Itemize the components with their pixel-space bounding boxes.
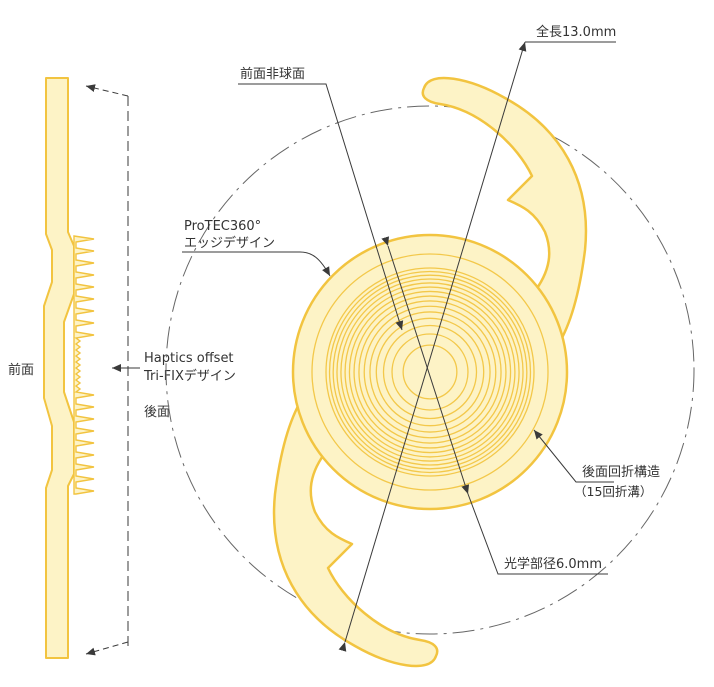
optic-diameter-leader [467, 493, 608, 575]
haptics-label-line1: Haptics offset [144, 351, 234, 366]
side-arrow-bottom [85, 641, 129, 656]
side-arrow-top [85, 84, 129, 97]
optic-body [291, 233, 569, 511]
diffractive-label-line2: （15回折溝） [574, 484, 652, 499]
side-view: 前面 Haptics offset Tri-FIXデザイン 後面 [8, 77, 236, 659]
side-serration [73, 235, 95, 495]
diffractive-label-line1: 後面回折構造 [582, 465, 660, 480]
diffractive-leader [533, 429, 614, 483]
rear-side-label: 後面 [144, 405, 170, 420]
haptics-label-line2: Tri-FIXデザイン [143, 368, 236, 384]
front-aspheric-label: 前面非球面 [240, 66, 305, 82]
protec-label-line1: ProTEC360° [184, 219, 261, 234]
front-view: 全長13.0mm 前面非球面 ProTEC360° エッジデザイン 後面回折構造… [165, 24, 695, 668]
protec-label-line2: エッジデザイン [184, 235, 275, 251]
protec-leader [182, 251, 331, 277]
side-profile [43, 77, 75, 659]
optic-diameter-label: 光学部径6.0mm [504, 556, 602, 572]
optic-diameter-line [381, 236, 470, 495]
front-aspheric-leader [238, 83, 404, 331]
total-length-label: 全長13.0mm [536, 24, 616, 40]
front-side-label: 前面 [8, 362, 34, 378]
